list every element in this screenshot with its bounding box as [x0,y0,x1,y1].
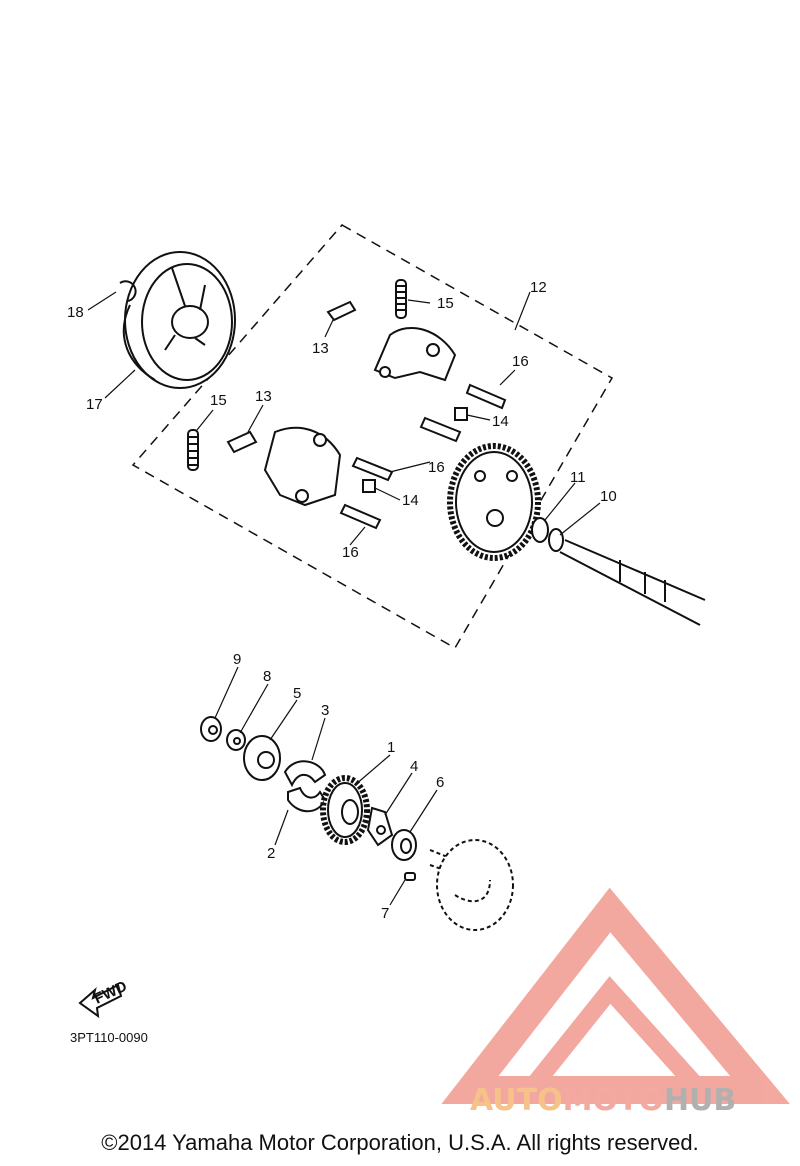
part-label-16-upper: 16 [512,353,529,370]
clutch-gear-plate [447,443,541,561]
part-label-6: 6 [436,774,444,791]
key-7 [404,872,416,881]
part-label-8: 8 [263,668,271,685]
crankshaft [559,539,706,626]
washer-8 [226,729,246,751]
diagram-code: 3PT110-0090 [70,1030,148,1045]
watermark-moto: MOTO [562,1083,664,1118]
washer-10 [548,528,564,552]
watermark-auto: AUTO [470,1083,563,1118]
one-way-clutch-housing-5 [243,735,281,781]
part-label-13-lower: 13 [255,388,272,405]
clutch-housing [122,251,236,389]
part-label-1: 1 [387,739,395,756]
clutch-spring-lower [187,429,199,471]
pin-middle-upper [419,416,462,443]
clutch-spring-upper [395,279,407,319]
part-label-7: 7 [381,905,389,922]
part-label-14-upper: 14 [492,413,509,430]
collar-6 [391,829,417,861]
part-label-15-lower: 15 [210,392,227,409]
washer-lower [362,479,376,493]
copyright-notice: ©2014 Yamaha Motor Corporation, U.S.A. A… [101,1130,699,1155]
part-label-10: 10 [600,488,617,505]
crankshaft-web [429,839,514,931]
part-label-4: 4 [410,758,418,775]
watermark-text: AUTOMOTOHUB [470,1083,736,1118]
fwd-arrow [78,983,123,1019]
part-label-2: 2 [267,845,275,862]
clutch-shoe-upper [373,326,457,382]
fwd-arrow-label: FWD [92,978,130,1008]
part-label-5: 5 [293,685,301,702]
clutch-assembly-box [131,224,614,650]
watermark-hub: HUB [663,1083,737,1118]
clutch-shoe-lower [263,426,342,507]
part-label-3: 3 [321,702,329,719]
primary-drive-gear-1 [320,775,370,845]
bushing-3 [283,760,327,788]
pin-upper [465,383,507,410]
part-label-14-lower: 14 [402,492,419,509]
clip-plate-lower [226,430,258,454]
part-label-16-middle: 16 [428,459,445,476]
washer-11 [531,517,549,543]
clip-plate-upper [326,300,357,322]
leader-lines [87,291,601,906]
part-label-17: 17 [86,396,103,413]
part-label-18: 18 [67,304,84,321]
part-label-13-upper: 13 [312,340,329,357]
part-label-15-upper: 15 [437,295,454,312]
washer-upper [454,407,468,421]
part-label-11: 11 [570,469,586,486]
part-label-9: 9 [233,651,241,668]
circlip [119,280,137,302]
part-label-12: 12 [530,279,547,296]
watermark-logo [441,887,790,1104]
plate-4 [366,806,394,847]
bushing-2 [287,786,327,813]
nut-9 [200,716,222,742]
pin-lower [339,503,382,530]
pin-middle [351,456,394,482]
part-label-16-lower: 16 [342,544,359,561]
